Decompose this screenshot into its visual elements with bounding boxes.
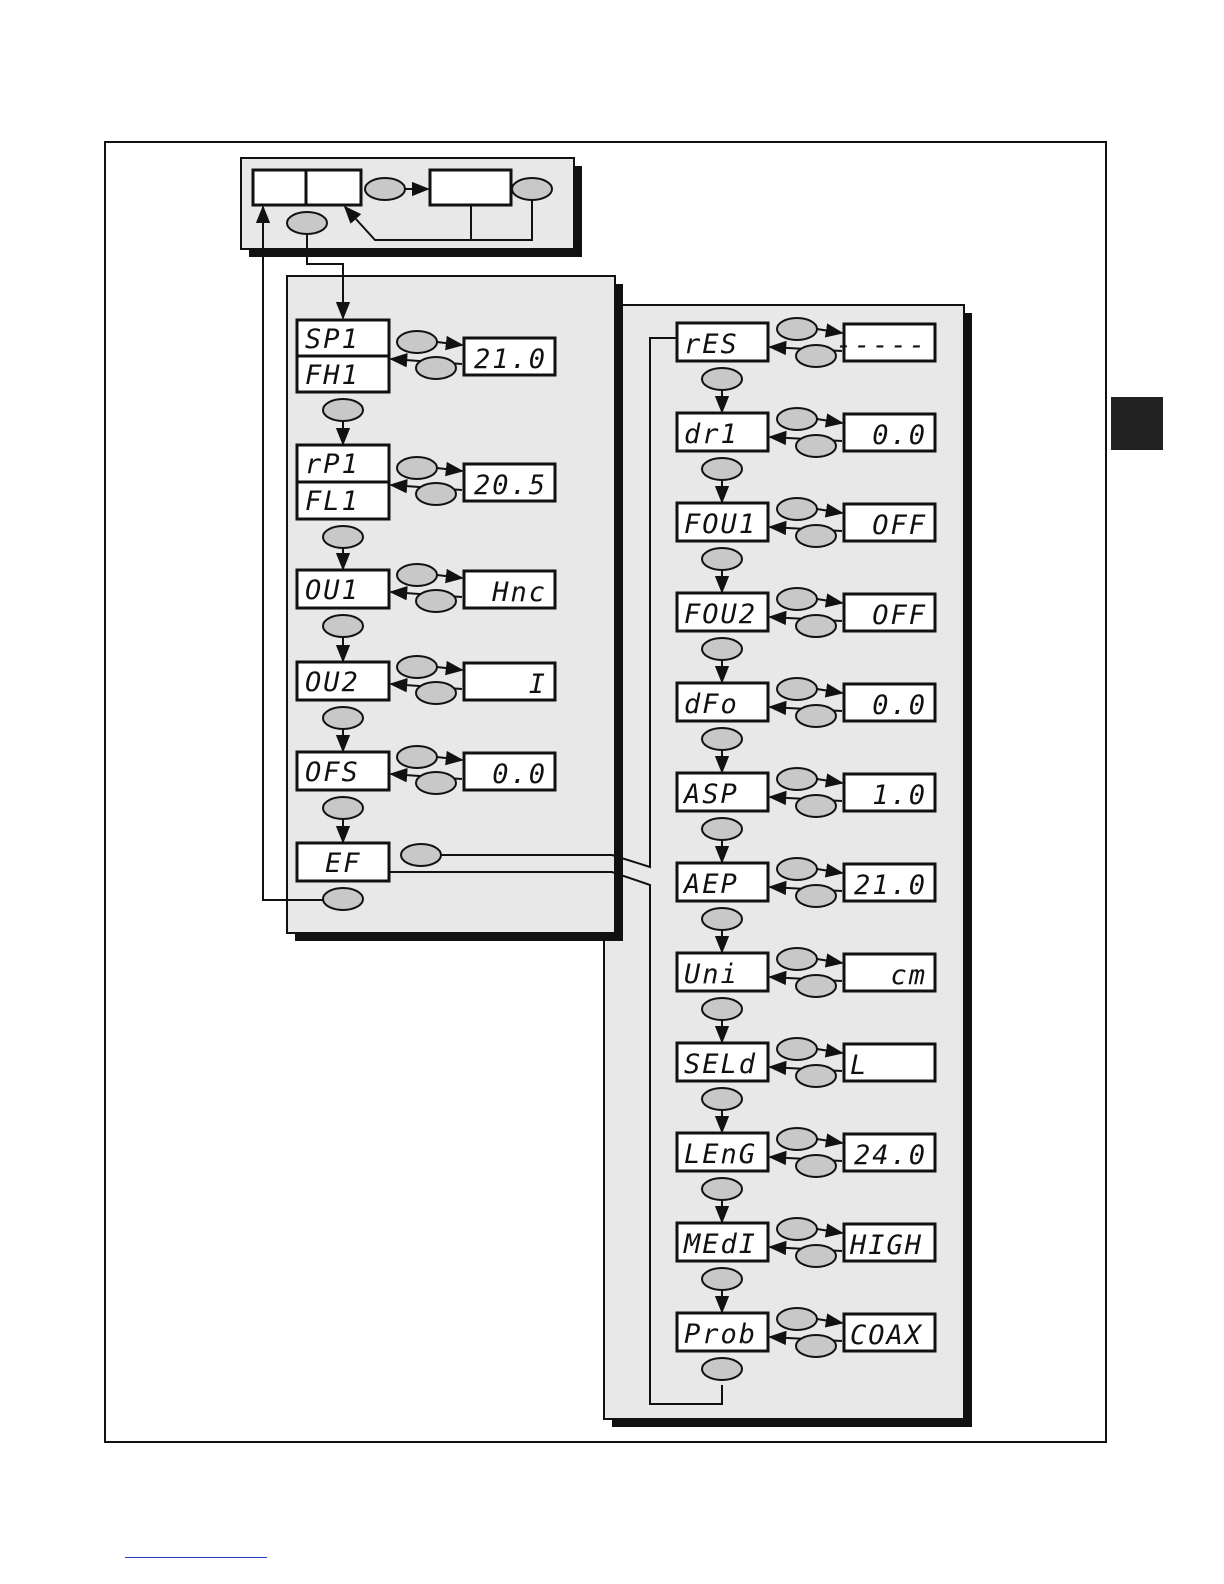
right-item-leng-down-button[interactable] xyxy=(796,1155,836,1177)
left-item-rp1-fl1-value: 20.5 xyxy=(474,470,547,501)
right-item-aep-down-button[interactable] xyxy=(796,885,836,907)
left-item-ef-enter-button[interactable] xyxy=(401,844,441,866)
right-item-medi-label: MEdI xyxy=(683,1229,757,1260)
right-item-leng-value: 24.0 xyxy=(854,1140,927,1171)
right-item-seld-down-button[interactable] xyxy=(796,1065,836,1087)
right-item-fou1-label: FOU1 xyxy=(684,509,757,540)
right-item-asp-next-button[interactable] xyxy=(702,818,742,840)
right-item-dr1-up-button[interactable] xyxy=(777,408,817,430)
right-item-fou2-down-button[interactable] xyxy=(796,615,836,637)
left-item-ofs-down-button[interactable] xyxy=(416,772,456,794)
right-item-asp-label: ASP xyxy=(682,779,739,810)
right-item-uni-down-button[interactable] xyxy=(796,975,836,997)
right-item-dfo-label: dFo xyxy=(684,689,739,720)
right-item-uni-value: cm xyxy=(890,960,927,991)
left-item-rp1-fl1-down-button[interactable] xyxy=(416,483,456,505)
left-item-rp1-fl1-label-2: FL1 xyxy=(305,486,360,517)
right-item-dr1-down-button[interactable] xyxy=(796,435,836,457)
right-item-uni-up-button[interactable] xyxy=(777,948,817,970)
right-item-prob-up-button[interactable] xyxy=(777,1308,817,1330)
right-item-fou1-next-button[interactable] xyxy=(702,548,742,570)
right-item-fou2-next-button[interactable] xyxy=(702,638,742,660)
right-item-medi-value: HIGH xyxy=(849,1230,923,1261)
left-item-ofs-label: OFS xyxy=(305,757,360,788)
left-item-sp1-fh1-value: 21.0 xyxy=(474,344,547,375)
right-item-fou1-value: OFF xyxy=(872,510,927,541)
right-item-fou2-label: FOU2 xyxy=(684,599,757,630)
display-value-box xyxy=(430,170,511,205)
right-item-prob-down-button[interactable] xyxy=(796,1335,836,1357)
left-item-ofs-up-button[interactable] xyxy=(397,746,437,768)
right-item-asp-down-button[interactable] xyxy=(796,795,836,817)
right-item-dr1-label: dr1 xyxy=(684,419,739,450)
right-item-res-next-button[interactable] xyxy=(702,368,742,390)
left-item-ou1-down-button[interactable] xyxy=(416,590,456,612)
right-item-res-label: rES xyxy=(684,329,739,360)
mode-button[interactable] xyxy=(365,178,405,200)
left-item-ou2-value: I xyxy=(529,669,547,700)
left-item-sp1-fh1-down-button[interactable] xyxy=(416,357,456,379)
right-item-seld-value: L xyxy=(850,1050,868,1081)
right-item-prob-next-button[interactable] xyxy=(702,1358,742,1380)
display-box-left xyxy=(253,170,306,205)
right-item-dr1-value: 0.0 xyxy=(872,420,927,451)
right-item-medi-down-button[interactable] xyxy=(796,1245,836,1267)
right-item-seld-label: SELd xyxy=(684,1049,757,1080)
left-item-sp1-fh1-next-button[interactable] xyxy=(323,399,363,421)
set-button[interactable] xyxy=(512,178,552,200)
right-item-prob-label: Prob xyxy=(684,1319,757,1350)
right-item-asp-up-button[interactable] xyxy=(777,768,817,790)
right-item-fou1-up-button[interactable] xyxy=(777,498,817,520)
left-item-ofs-value: 0.0 xyxy=(492,759,547,790)
left-item-sp1-fh1-label-1: SP1 xyxy=(305,324,360,355)
right-item-seld-up-button[interactable] xyxy=(777,1038,817,1060)
left-item-ou2-down-button[interactable] xyxy=(416,682,456,704)
right-item-prob-value: COAX xyxy=(850,1320,923,1351)
enter-button[interactable] xyxy=(287,212,327,234)
right-item-aep-label: AEP xyxy=(682,869,739,900)
left-item-rp1-fl1-label-1: rP1 xyxy=(305,449,360,480)
right-item-dfo-up-button[interactable] xyxy=(777,678,817,700)
right-item-leng-up-button[interactable] xyxy=(777,1128,817,1150)
right-item-dfo-next-button[interactable] xyxy=(702,728,742,750)
display-box-right xyxy=(306,170,361,205)
left-item-ou1-label: OU1 xyxy=(305,575,360,606)
right-item-res-value: ----- xyxy=(836,330,927,361)
right-item-medi-next-button[interactable] xyxy=(702,1268,742,1290)
left-item-ou1-up-button[interactable] xyxy=(397,564,437,586)
right-item-medi-up-button[interactable] xyxy=(777,1218,817,1240)
right-item-fou2-value: OFF xyxy=(872,600,927,631)
left-item-ofs-next-button[interactable] xyxy=(323,797,363,819)
left-item-ef-label: EF xyxy=(325,848,362,879)
left-item-ou2-next-button[interactable] xyxy=(323,707,363,729)
left-item-sp1-fh1-label-2: FH1 xyxy=(305,360,360,391)
right-item-dr1-next-button[interactable] xyxy=(702,458,742,480)
right-item-uni-label: Uni xyxy=(684,959,739,990)
left-item-sp1-fh1-up-button[interactable] xyxy=(397,331,437,353)
left-item-ou2-label: OU2 xyxy=(305,667,360,698)
left-item-ou1-value: Hnc xyxy=(491,577,547,608)
left-item-ef-next-button[interactable] xyxy=(323,888,363,910)
right-item-asp-value: 1.0 xyxy=(872,780,927,811)
right-item-leng-next-button[interactable] xyxy=(702,1178,742,1200)
right-item-dfo-value: 0.0 xyxy=(872,690,927,721)
right-item-aep-next-button[interactable] xyxy=(702,908,742,930)
right-item-fou1-down-button[interactable] xyxy=(796,525,836,547)
right-item-res-down-button[interactable] xyxy=(796,345,836,367)
left-item-rp1-fl1-next-button[interactable] xyxy=(323,526,363,548)
right-item-fou2-up-button[interactable] xyxy=(777,588,817,610)
right-item-seld-next-button[interactable] xyxy=(702,1088,742,1110)
right-item-leng-label: LEnG xyxy=(684,1139,757,1170)
right-item-aep-value: 21.0 xyxy=(854,870,927,901)
left-item-ou2-up-button[interactable] xyxy=(397,656,437,678)
right-item-aep-up-button[interactable] xyxy=(777,858,817,880)
right-item-res-up-button[interactable] xyxy=(777,318,817,340)
left-item-ou1-next-button[interactable] xyxy=(323,615,363,637)
left-item-rp1-fl1-up-button[interactable] xyxy=(397,457,437,479)
right-item-uni-next-button[interactable] xyxy=(702,998,742,1020)
right-item-dfo-down-button[interactable] xyxy=(796,705,836,727)
